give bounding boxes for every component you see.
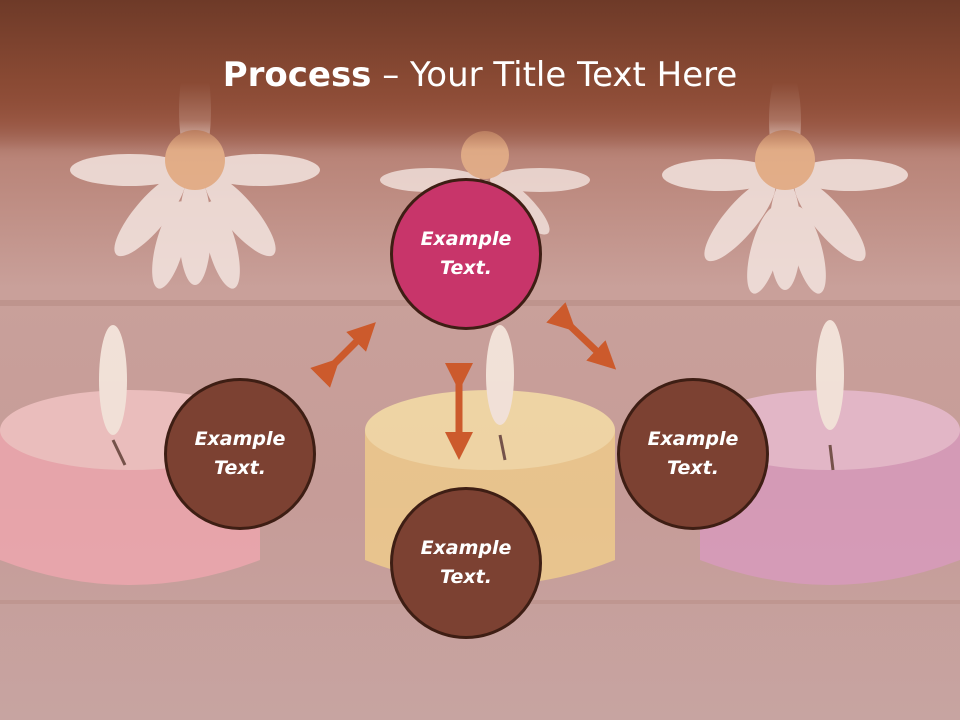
slide-title: Process – Your Title Text Here: [0, 52, 960, 98]
process-node-bottom: Example Text.: [390, 487, 542, 639]
process-node-top: Example Text.: [390, 178, 542, 330]
node-label-right: Example Text.: [647, 428, 739, 479]
arrow-top-left: [310, 322, 376, 388]
node-label-top: Example Text.: [420, 228, 512, 279]
node-label-bottom: Example Text.: [420, 537, 512, 588]
process-node-left: Example Text.: [164, 378, 316, 530]
title-band: [0, 0, 960, 150]
process-node-right: Example Text.: [617, 378, 769, 530]
node-label-left: Example Text.: [194, 428, 286, 479]
title-bold: Process: [222, 55, 372, 95]
title-rest: – Your Title Text Here: [371, 55, 738, 95]
arrow-top-right: [546, 302, 617, 370]
